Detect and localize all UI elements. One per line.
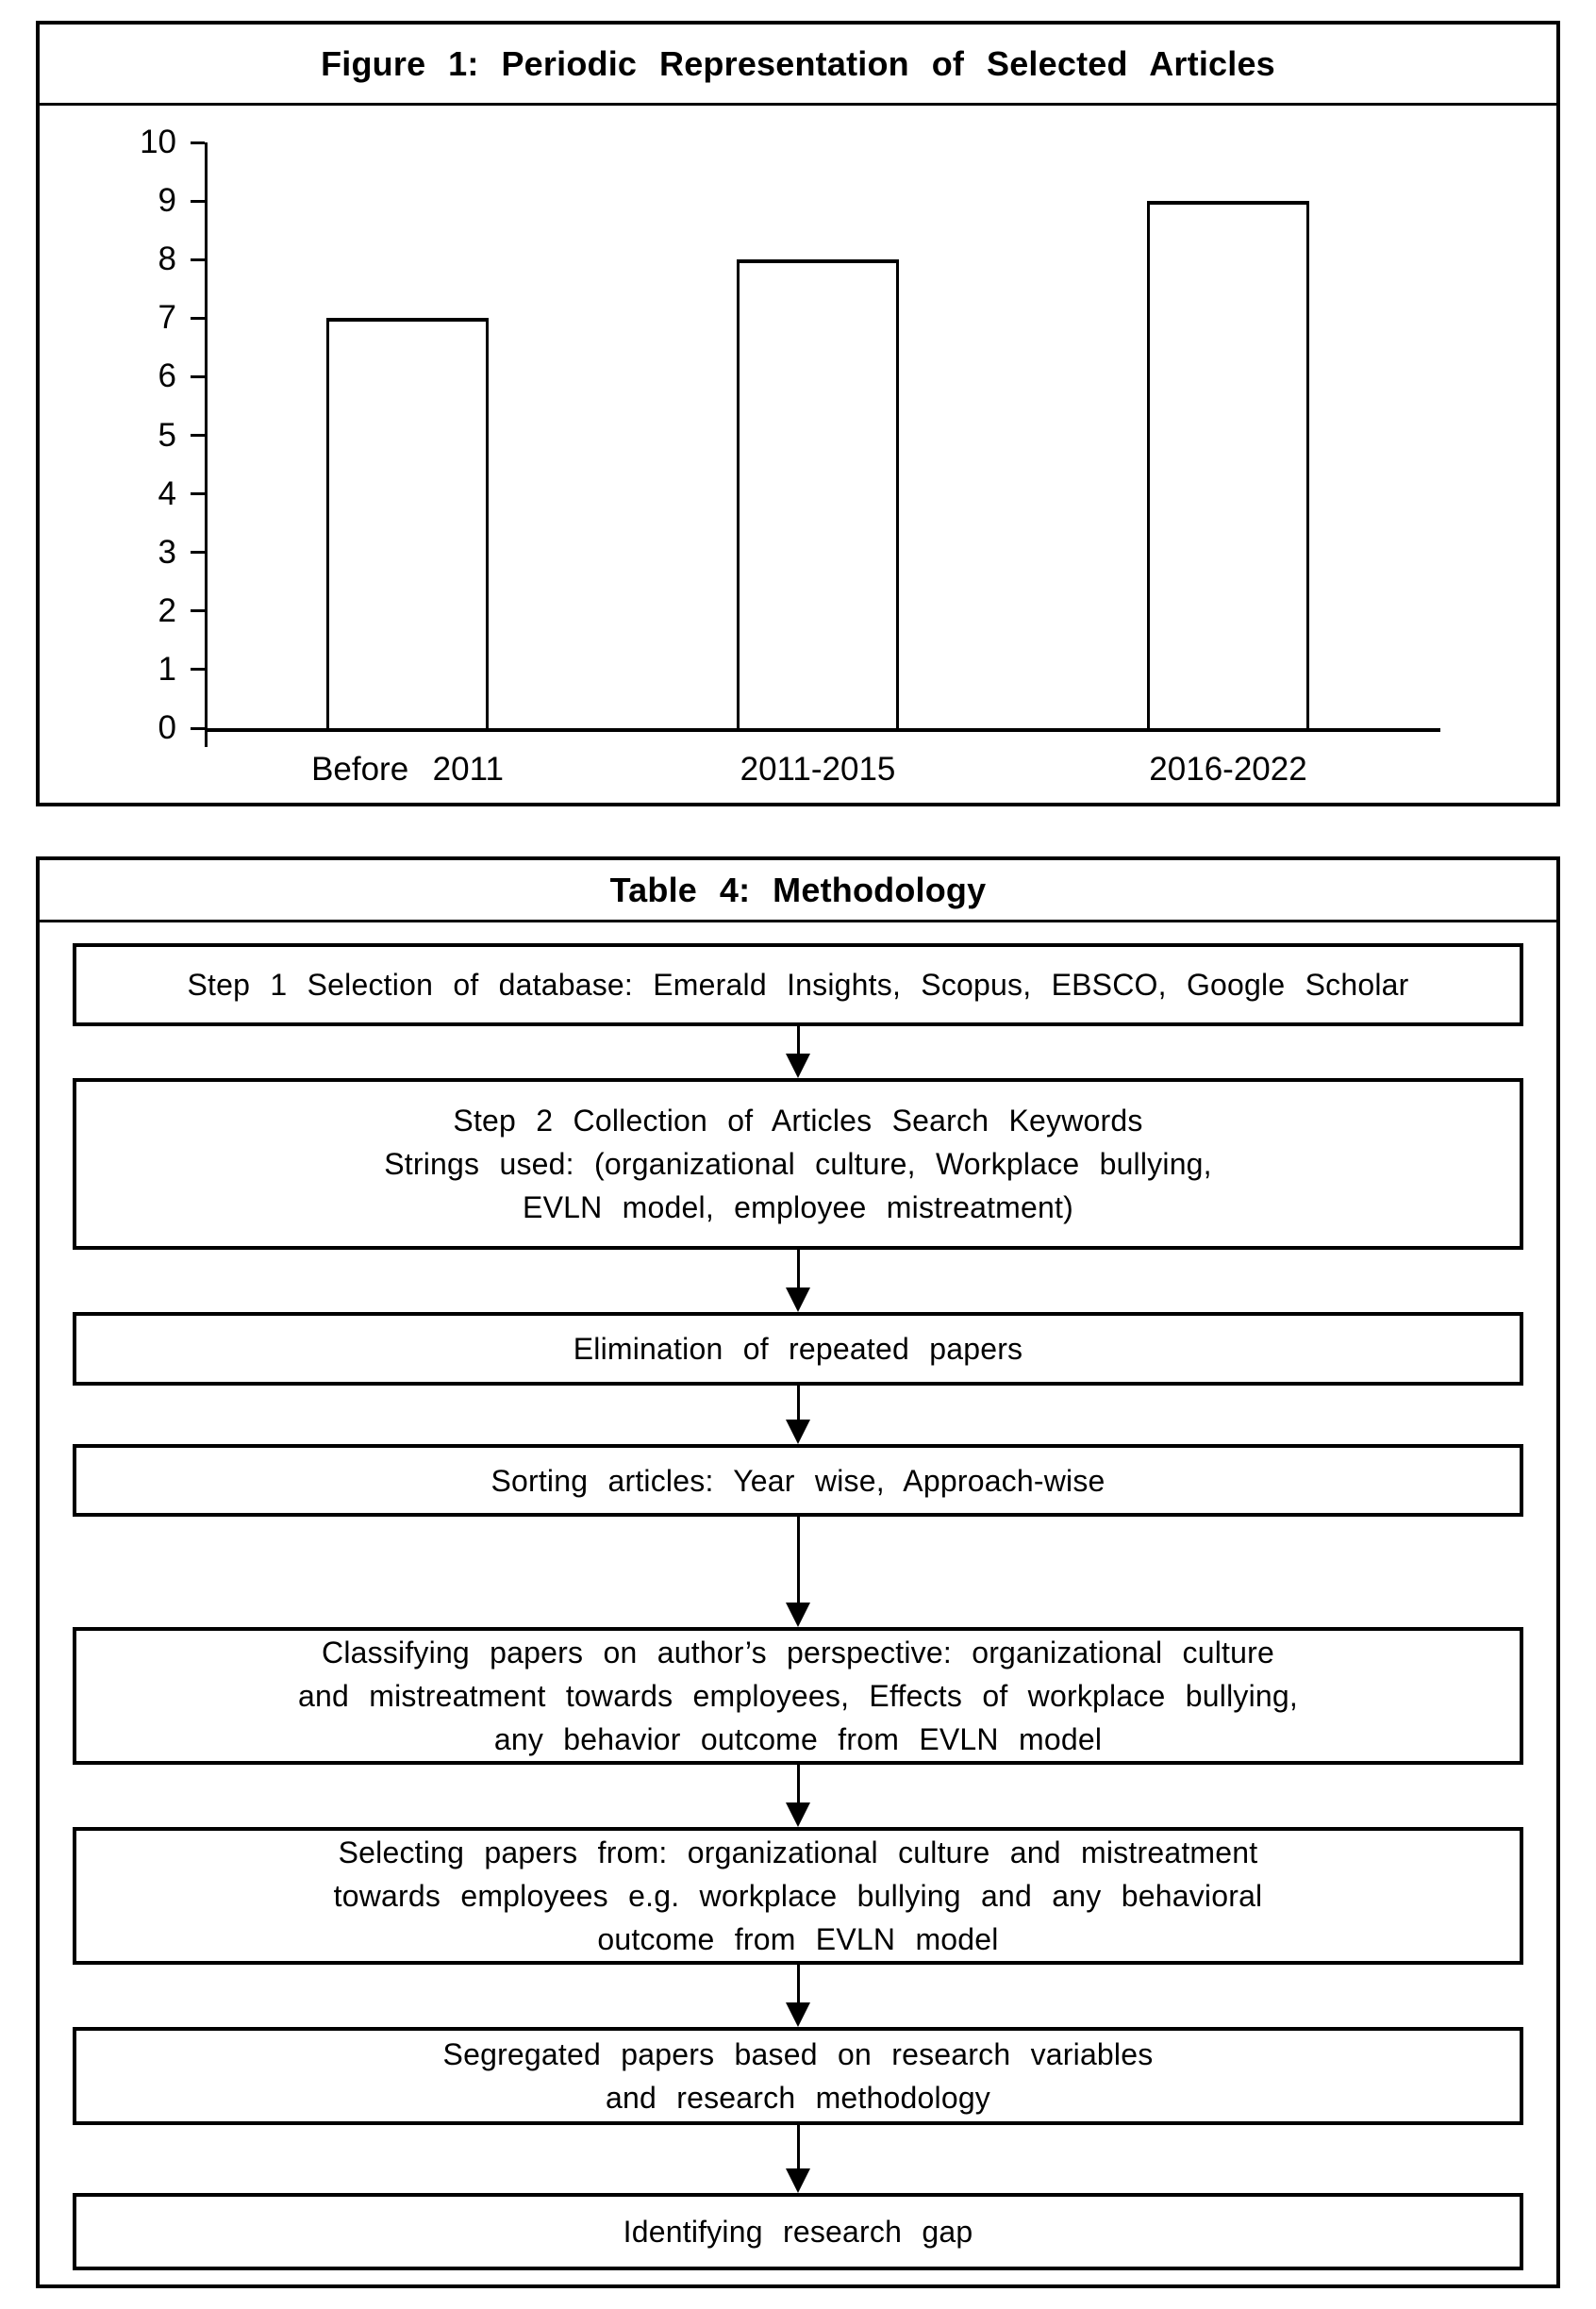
flow-box-line: Selecting papers from: organizational cu… [338,1836,1258,1869]
arrow-shaft [796,1026,800,1054]
flow-box-line: Strings used: (organizational culture, W… [384,1147,1212,1181]
arrow-head-icon [786,1287,810,1312]
flow-arrow [73,1026,1523,1078]
y-tick-1 [191,668,205,672]
arrow-shaft [796,1250,800,1287]
arrow-head-icon [786,1802,810,1827]
y-tick-label-5: 5 [158,416,176,454]
bar-2016-2022 [1147,201,1309,728]
flow-box-line: and mistreatment towards employees, Effe… [298,1679,1298,1713]
y-tick-5 [191,434,205,437]
flow-box-elimination: Elimination of repeated papers [73,1312,1523,1386]
flow-arrow [73,1386,1523,1444]
y-tick-6 [191,374,205,378]
flow-arrow [73,1250,1523,1312]
y-tick-8 [191,257,205,261]
y-tick-2 [191,609,205,613]
flow-box-line: any behavior outcome from EVLN model [493,1722,1103,1756]
arrow-shaft [796,2125,800,2168]
flow-box-classifying: Classifying papers on author’s perspecti… [73,1627,1523,1765]
y-tick-10 [191,141,205,144]
y-tick-label-1: 1 [158,650,176,688]
flow-box-line: EVLN model, employee mistreatment) [523,1190,1073,1224]
arrow-shaft [796,1386,800,1420]
methodology-flowchart: Step 1 Selection of database: Emerald In… [40,922,1556,2297]
flow-box-line: Identifying research gap [623,2215,973,2249]
arrow-head-icon [786,1420,810,1444]
x-label-2011-2015: 2011-2015 [740,751,896,788]
y-tick-label-0: 0 [158,709,176,746]
bar-before-2011 [326,318,489,728]
flow-box-line: and research methodology [605,2081,991,2115]
x-axis-line [205,728,1440,732]
flow-arrow [73,2125,1523,2193]
flow-box-line: Step 1 Selection of database: Emerald In… [187,968,1409,1002]
y-tick-9 [191,199,205,203]
flow-box-line: outcome from EVLN model [597,1922,999,1956]
arrow-shaft [796,1517,800,1603]
y-axis-line [205,142,208,747]
bar-2011-2015 [737,259,899,728]
arrow-head-icon [786,1054,810,1078]
figure1-panel: Figure 1: Periodic Representation of Sel… [36,21,1560,806]
arrow-head-icon [786,2002,810,2027]
flow-arrow [73,1965,1523,2027]
x-label-2016-2022: 2016-2022 [1149,751,1307,788]
y-tick-0 [191,726,205,730]
flow-box-line: Segregated papers based on research vari… [442,2037,1154,2071]
flow-box-sorting: Sorting articles: Year wise, Approach-wi… [73,1444,1523,1517]
y-tick-7 [191,316,205,320]
flow-box-line: towards employees e.g. workplace bullyin… [333,1879,1263,1913]
flow-box-step1-database: Step 1 Selection of database: Emerald In… [73,943,1523,1026]
arrow-head-icon [786,1603,810,1627]
figure1-title: Figure 1: Periodic Representation of Sel… [40,25,1556,106]
flow-box-line: Sorting articles: Year wise, Approach-wi… [490,1463,1106,1498]
methodology-panel: Table 4: Methodology Step 1 Selection of… [36,856,1560,2288]
arrow-shaft [796,1765,800,1802]
y-tick-label-7: 7 [158,299,176,337]
y-tick-label-2: 2 [158,591,176,629]
flow-box-line: Elimination of repeated papers [573,1332,1023,1366]
flow-arrow [73,1517,1523,1627]
y-tick-4 [191,492,205,496]
flow-box-line: Classifying papers on author’s perspecti… [322,1636,1274,1669]
x-label-before-2011: Before 2011 [311,751,504,788]
flow-box-segregated: Segregated papers based on research vari… [73,2027,1523,2125]
y-tick-label-8: 8 [158,241,176,278]
y-tick-label-6: 6 [158,357,176,395]
flow-box-research-gap: Identifying research gap [73,2193,1523,2270]
flow-box-step2-keywords: Step 2 Collection of Articles Search Key… [73,1078,1523,1250]
flow-box-line: Step 2 Collection of Articles Search Key… [453,1104,1143,1138]
methodology-title: Table 4: Methodology [40,860,1556,922]
arrow-shaft [796,1965,800,2002]
y-tick-3 [191,551,205,555]
y-tick-label-9: 9 [158,182,176,220]
arrow-head-icon [786,2168,810,2193]
flow-arrow [73,1765,1523,1827]
y-tick-label-10: 10 [140,124,176,160]
flow-box-selecting: Selecting papers from: organizational cu… [73,1827,1523,1965]
y-tick-label-4: 4 [158,474,176,512]
y-tick-label-3: 3 [158,533,176,571]
